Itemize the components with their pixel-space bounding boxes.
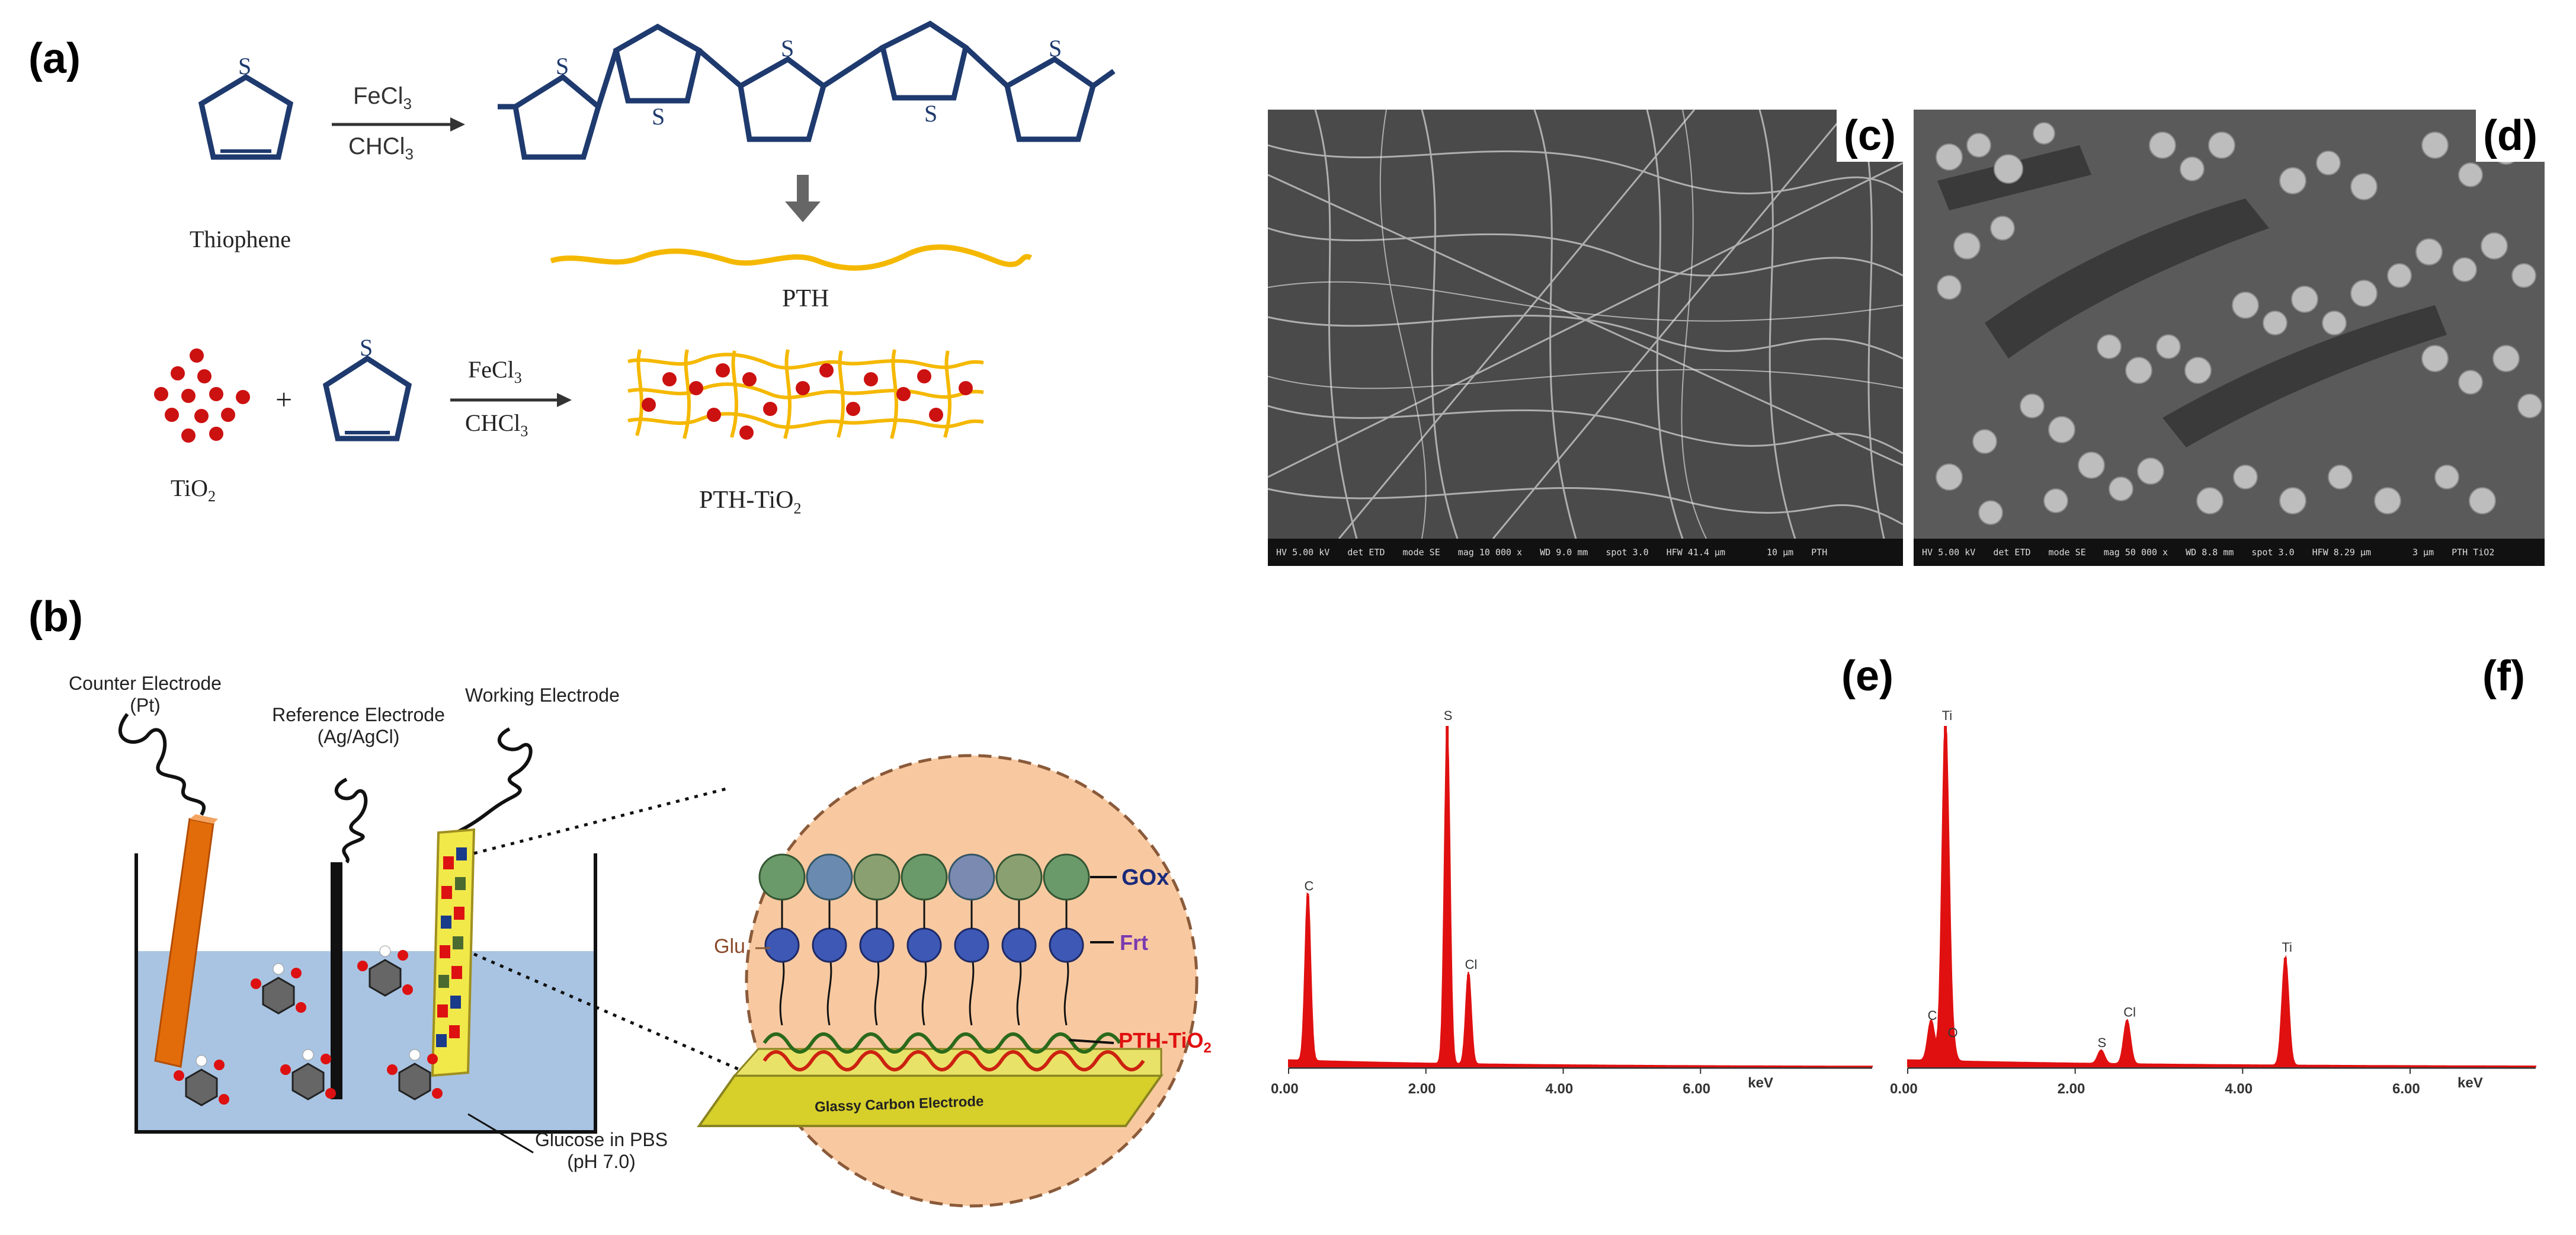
svg-text:S: S <box>1049 35 1062 62</box>
pth-chain <box>550 244 1033 271</box>
electrolyte-label: Glucose in PBS(pH 7.0) <box>534 1129 668 1172</box>
frt-spheres <box>764 927 1084 963</box>
tio2-label: TiO2 <box>171 475 216 505</box>
x-axis-label: keV <box>2458 1075 2483 1091</box>
svg-text:S: S <box>556 53 569 79</box>
scheme-a-reaction: S S S S S S S <box>154 20 1116 443</box>
x-tick-label: 2.00 <box>2058 1081 2085 1097</box>
reference-wire <box>334 778 368 864</box>
particle-cluster <box>1936 122 2542 525</box>
reagent-bottom-fecl3: FeCl3 <box>468 356 522 386</box>
plus-sign: + <box>275 383 293 416</box>
x-tick-label: 0.00 <box>1271 1081 1299 1097</box>
peak-label: Ti <box>2282 940 2292 955</box>
panel-label-e: (e) <box>1841 652 1893 700</box>
working-electrode-label: Working Electrode <box>465 684 620 706</box>
glucose-molecules <box>174 945 443 1106</box>
counter-electrode <box>154 818 214 1068</box>
sem-particles-texture <box>1914 110 2545 539</box>
reference-electrode-label: Reference Electrode(Ag/AgCl) <box>272 704 445 747</box>
x-axis-label: keV <box>1748 1075 1773 1091</box>
peak-label: O <box>1947 1025 1957 1040</box>
x-tick-label: 6.00 <box>2392 1081 2420 1097</box>
gox-label: GOx <box>1122 865 1170 890</box>
tio2-particles <box>154 348 250 443</box>
gox-enzymes <box>758 853 1090 901</box>
x-tick-label: 0.00 <box>1890 1081 1918 1097</box>
panel-label-f: (f) <box>2482 652 2525 700</box>
working-wire <box>455 727 533 834</box>
edx-spectrum-e: 0.00 2.00 4.00 6.00 keV C S Cl <box>1271 708 1873 1097</box>
x-tick-label: 2.00 <box>1408 1081 1436 1097</box>
svg-text:S: S <box>360 334 373 361</box>
x-tick-label: 4.00 <box>1546 1081 1574 1097</box>
pth-tio2-label: PTH-TiO2 <box>699 487 802 517</box>
reagent-bottom-chcl3: CHCl3 <box>465 409 528 440</box>
peak-label: Ti <box>1942 708 1953 723</box>
svg-text:S: S <box>781 35 794 62</box>
pth-tio2-composite <box>627 349 984 439</box>
counter-electrode-label: Counter Electrode(Pt) <box>69 673 222 716</box>
peak-label: C <box>1304 879 1313 894</box>
sem-fibers-texture <box>1267 109 1904 539</box>
thiophene-s-atom: S <box>238 53 251 79</box>
thiophene-ring-bottom <box>322 355 412 441</box>
working-electrode-enzymes <box>436 847 467 1047</box>
peak-label: Cl <box>1465 957 1478 972</box>
reference-electrode <box>331 862 342 1099</box>
peak-label: S <box>1444 708 1453 723</box>
reagent-top-chcl3: CHCl3 <box>348 133 414 163</box>
pth-label: PTH <box>782 285 829 312</box>
spectrum-area <box>1288 725 1873 1067</box>
panel-label-a: (a) <box>28 35 81 82</box>
peak-label: C <box>1928 1008 1937 1023</box>
electrochemical-cell-diagram <box>118 713 1199 1208</box>
counter-wire <box>118 713 206 816</box>
spectrum-area <box>1907 725 2536 1067</box>
x-tick-label: 6.00 <box>1683 1081 1710 1097</box>
pth-tio2-layer-label: PTH-TiO2 <box>1119 1028 1212 1057</box>
frt-label: Frt <box>1120 930 1148 955</box>
reagent-top-fecl3: FeCl3 <box>353 83 412 113</box>
electrolyte-solution <box>136 951 595 1132</box>
thiophene-ring-top <box>198 73 294 160</box>
sem-d-badge: (d) <box>2476 110 2545 162</box>
beaker <box>134 853 597 1134</box>
peak-label: S <box>2097 1035 2106 1050</box>
panel-label-b: (b) <box>28 593 83 641</box>
zoom-circle <box>745 754 1199 1208</box>
svg-text:S: S <box>924 100 937 127</box>
sem-c-badge: (c) <box>1837 110 1903 162</box>
thiophene-label: Thiophene <box>190 226 291 252</box>
peak-label: Cl <box>2123 1004 2136 1019</box>
glu-label: Glu <box>714 935 745 958</box>
x-tick-label: 4.00 <box>2225 1081 2253 1097</box>
svg-text:S: S <box>652 103 665 130</box>
